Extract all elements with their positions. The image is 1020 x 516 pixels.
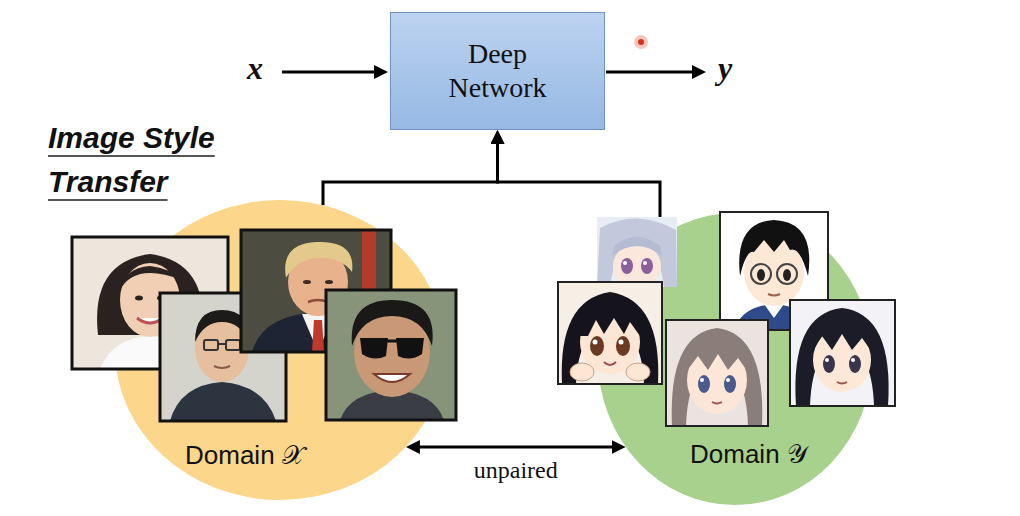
connector-arrow: [323, 137, 498, 205]
edge-label: unpaired: [474, 457, 558, 484]
edge-label-holder: unpaired: [474, 457, 558, 484]
anime-girl-pigtail: [790, 300, 895, 406]
variable-label: y: [718, 50, 732, 87]
variable-label-holder: x: [247, 50, 263, 87]
input-arrow: [282, 65, 388, 79]
output-arrow: [606, 65, 706, 79]
box-label: Deep Network: [433, 37, 563, 104]
photo-man-glasses: [160, 293, 286, 421]
diagram-title: Image Style Transfer: [48, 116, 263, 204]
anime-boy-glasses: [720, 212, 828, 330]
anime-girl-grey-hair: [666, 320, 768, 426]
domain-label: Domain 𝒳: [185, 440, 304, 471]
domain-label: Domain 𝒴: [690, 439, 807, 470]
photo-man-sunglasses: [326, 290, 456, 420]
diagram-title-holder: Image Style Transfer: [48, 116, 263, 204]
variable-label-holder: y: [718, 50, 732, 87]
variable-label: x: [247, 50, 263, 87]
process-box: Deep Network: [390, 12, 605, 130]
photo-woman: [72, 237, 228, 369]
laser-pointer-dot: [634, 35, 648, 49]
domain-region: Domain 𝒴: [598, 213, 872, 505]
photo-man-suit: [241, 230, 391, 352]
connector-arrow: [413, 446, 619, 449]
anime-girl-black-hair: [558, 282, 662, 384]
domain-region: Domain 𝒳: [115, 200, 445, 500]
anime-silver-hair: [597, 217, 677, 288]
connector-arrow: [498, 137, 661, 237]
